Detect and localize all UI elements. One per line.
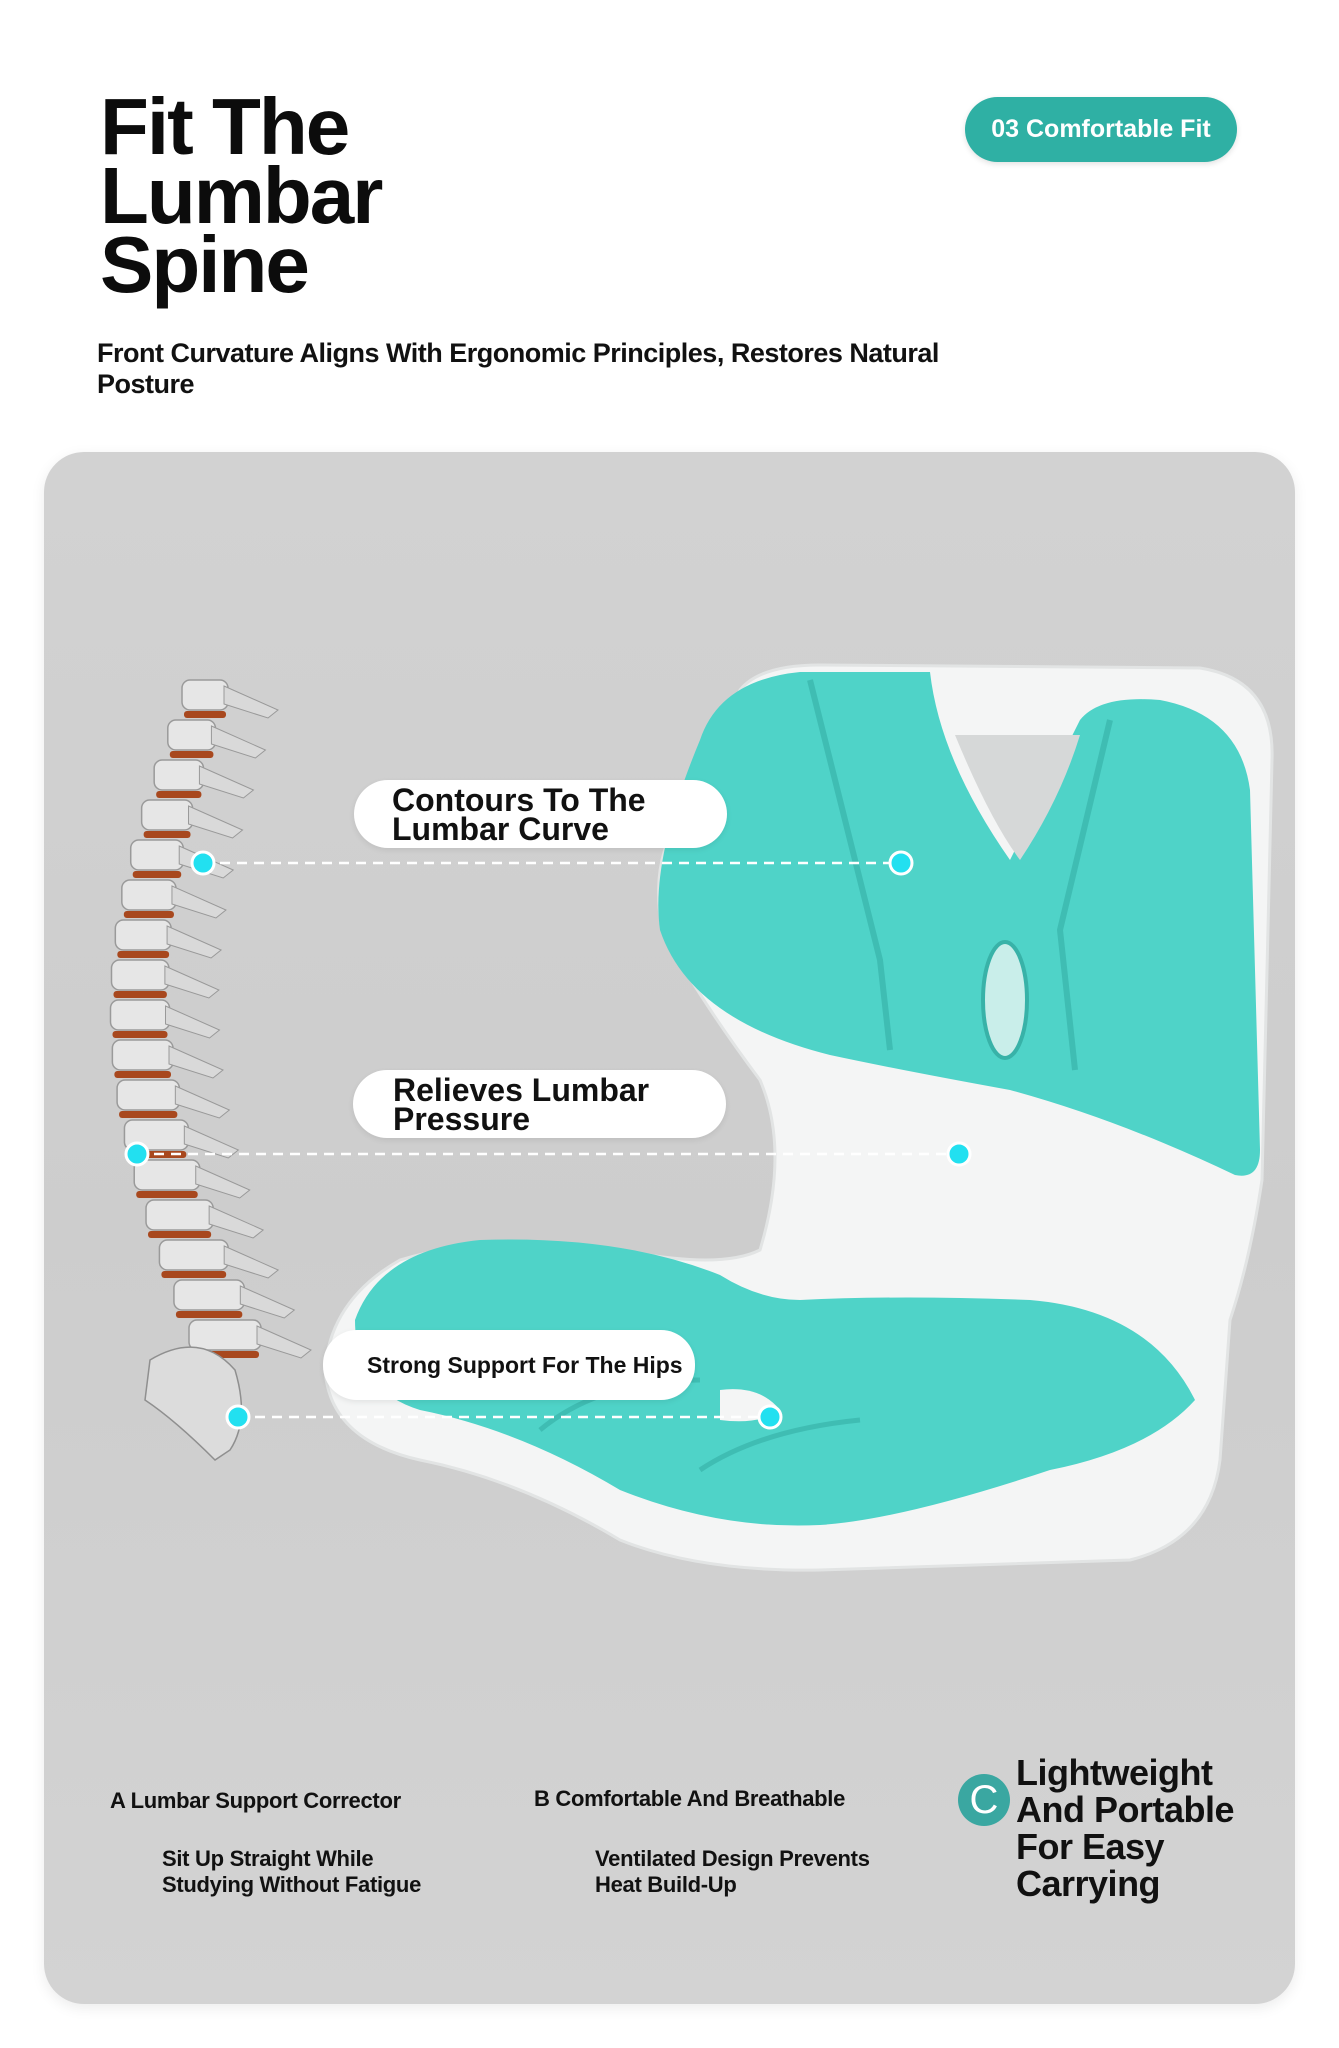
vertebra (116, 1079, 181, 1111)
vertebra (173, 1279, 246, 1311)
spinous-process (164, 965, 220, 999)
feature-line: And Portable (1016, 1789, 1235, 1830)
spine-illustration (109, 679, 312, 1461)
vertebra (145, 1199, 214, 1231)
marker-dot (190, 850, 216, 876)
callout-lumbar-pressure: Relieves Lumbar Pressure (353, 1070, 726, 1138)
callout-text: Relieves Lumbar (393, 1072, 650, 1108)
callout-text: Contours To The (392, 782, 646, 818)
title-line: Spine (100, 220, 310, 309)
feature-line: Carrying (1016, 1863, 1161, 1904)
spinal-disc (184, 711, 226, 718)
spinous-process (166, 925, 223, 959)
spinal-disc (132, 871, 182, 878)
callout-text: Lumbar Curve (392, 811, 609, 847)
spinous-process (198, 765, 255, 799)
feature-a-title: A Lumbar Support Corrector (110, 1788, 401, 1813)
feature-b-desc: Ventilated Design Prevents Heat Build-Up (595, 1846, 870, 1898)
spinal-disc (156, 791, 202, 798)
spinous-process (165, 1005, 221, 1039)
feature-line: For Easy (1016, 1826, 1165, 1867)
callout-lumbar-curve: Contours To The Lumbar Curve (354, 780, 727, 848)
spinal-disc (169, 751, 214, 758)
callout-hip-support: Strong Support For The Hips (323, 1330, 695, 1400)
seat-illustration (323, 663, 1274, 1572)
desc-line: Ventilated Design Prevents (595, 1846, 870, 1871)
section-badge: 03 Comfortable Fit (965, 97, 1237, 162)
spinous-process (223, 685, 279, 719)
spinous-process (183, 1125, 240, 1159)
vertebra (111, 1039, 174, 1071)
callout-text: Pressure (393, 1101, 530, 1137)
vertebra (158, 1239, 229, 1271)
feature-line: Lightweight (1016, 1752, 1213, 1793)
spinous-process (174, 1085, 231, 1119)
feature-c-badge: C (958, 1774, 1010, 1826)
spinal-disc (117, 951, 170, 958)
vertebra (121, 879, 177, 911)
marker-dot (757, 1404, 783, 1430)
spinous-process (195, 1165, 251, 1199)
spinal-disc (119, 1111, 178, 1118)
title-line: Lumbar (100, 151, 383, 240)
vertebra (129, 839, 184, 871)
vertebra (140, 799, 194, 831)
marker-dot (225, 1404, 251, 1430)
spinous-process (210, 725, 267, 759)
spinal-disc (123, 911, 174, 918)
title-line: Fit The (100, 82, 350, 171)
marker-dot (124, 1141, 150, 1167)
vertebra (181, 679, 229, 711)
spinous-process (239, 1285, 296, 1319)
desc-line: Heat Build-Up (595, 1872, 737, 1897)
spinal-disc (148, 1231, 212, 1238)
spinous-process (208, 1205, 265, 1239)
vertebra (110, 959, 170, 991)
feature-b-title: B Comfortable And Breathable (534, 1786, 846, 1811)
page-title: Fit The Lumbar Spine (100, 82, 383, 309)
spinal-disc (113, 991, 167, 998)
vertebra (167, 719, 217, 751)
marker-dot (888, 850, 914, 876)
vertebra (114, 919, 172, 951)
feature-c-text: Lightweight And Portable For Easy Carryi… (1016, 1752, 1235, 1904)
spinal-disc (143, 831, 191, 838)
spinal-disc (175, 1311, 243, 1318)
desc-line: Sit Up Straight While (162, 1846, 374, 1871)
subtitle: Front Curvature Aligns With Ergonomic Pr… (97, 338, 939, 399)
spinous-process (256, 1325, 312, 1359)
spinous-process (223, 1245, 280, 1279)
feature-a-desc: Sit Up Straight While Studying Without F… (162, 1846, 421, 1898)
callout-text: Strong Support For The Hips (367, 1351, 683, 1378)
spinous-process (188, 805, 244, 839)
vertebra (188, 1319, 262, 1351)
spinous-process (168, 1045, 224, 1079)
spinal-disc (112, 1031, 168, 1038)
vertebra (133, 1159, 201, 1191)
desc-line: Studying Without Fatigue (162, 1872, 422, 1897)
spinal-disc (161, 1271, 227, 1278)
vertebra (109, 999, 171, 1031)
marker-dot (946, 1141, 972, 1167)
spinal-disc (136, 1191, 198, 1198)
spinal-disc (114, 1071, 172, 1078)
sacrum (144, 1346, 243, 1461)
spinous-process (171, 885, 227, 919)
vertebra (153, 759, 205, 791)
